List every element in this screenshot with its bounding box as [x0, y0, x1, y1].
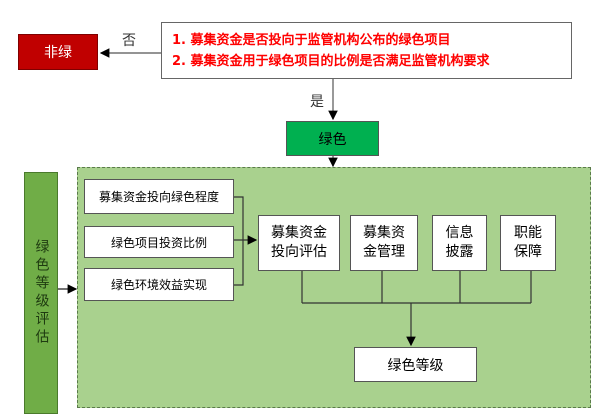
dimension-box: 信息披露 — [432, 215, 487, 271]
dimension-box: 职能保障 — [500, 215, 556, 271]
criteria-line-2: 2. 募集资金用于绿色项目的比例是否满足监管机构要求 — [172, 54, 490, 69]
dimension-line: 募集资金 — [271, 225, 327, 241]
dimension-line: 募集资 — [363, 225, 405, 241]
input-box: 绿色项目投资比例 — [84, 226, 234, 258]
green-rating-assessment-bar: 绿色等级评估 — [24, 172, 58, 414]
dimension-box: 募集资金投向评估 — [258, 215, 340, 271]
criteria-line-1: 1. 募集资金是否投向于监管机构公布的绿色项目 — [172, 33, 451, 48]
criteria-box: 1. 募集资金是否投向于监管机构公布的绿色项目 2. 募集资金用于绿色项目的比例… — [161, 22, 572, 79]
dimension-line: 保障 — [514, 244, 542, 260]
green-box: 绿色 — [286, 121, 379, 156]
dimension-box: 募集资金管理 — [350, 215, 418, 271]
dimension-line: 职能 — [514, 225, 542, 241]
input-box: 募集资金投向绿色程度 — [84, 179, 234, 214]
dimension-line: 投向评估 — [271, 244, 327, 260]
dimension-line: 信息 — [445, 225, 474, 241]
yes-label: 是 — [310, 94, 324, 110]
non-green-box: 非绿 — [18, 34, 98, 70]
no-label: 否 — [122, 33, 136, 49]
input-box: 绿色环境效益实现 — [84, 268, 234, 301]
green-rating-box: 绿色等级 — [354, 347, 477, 382]
connectors — [58, 48, 338, 294]
panel-connectors — [234, 196, 532, 347]
dimension-line: 披露 — [445, 244, 474, 260]
dimension-line: 金管理 — [363, 244, 405, 260]
